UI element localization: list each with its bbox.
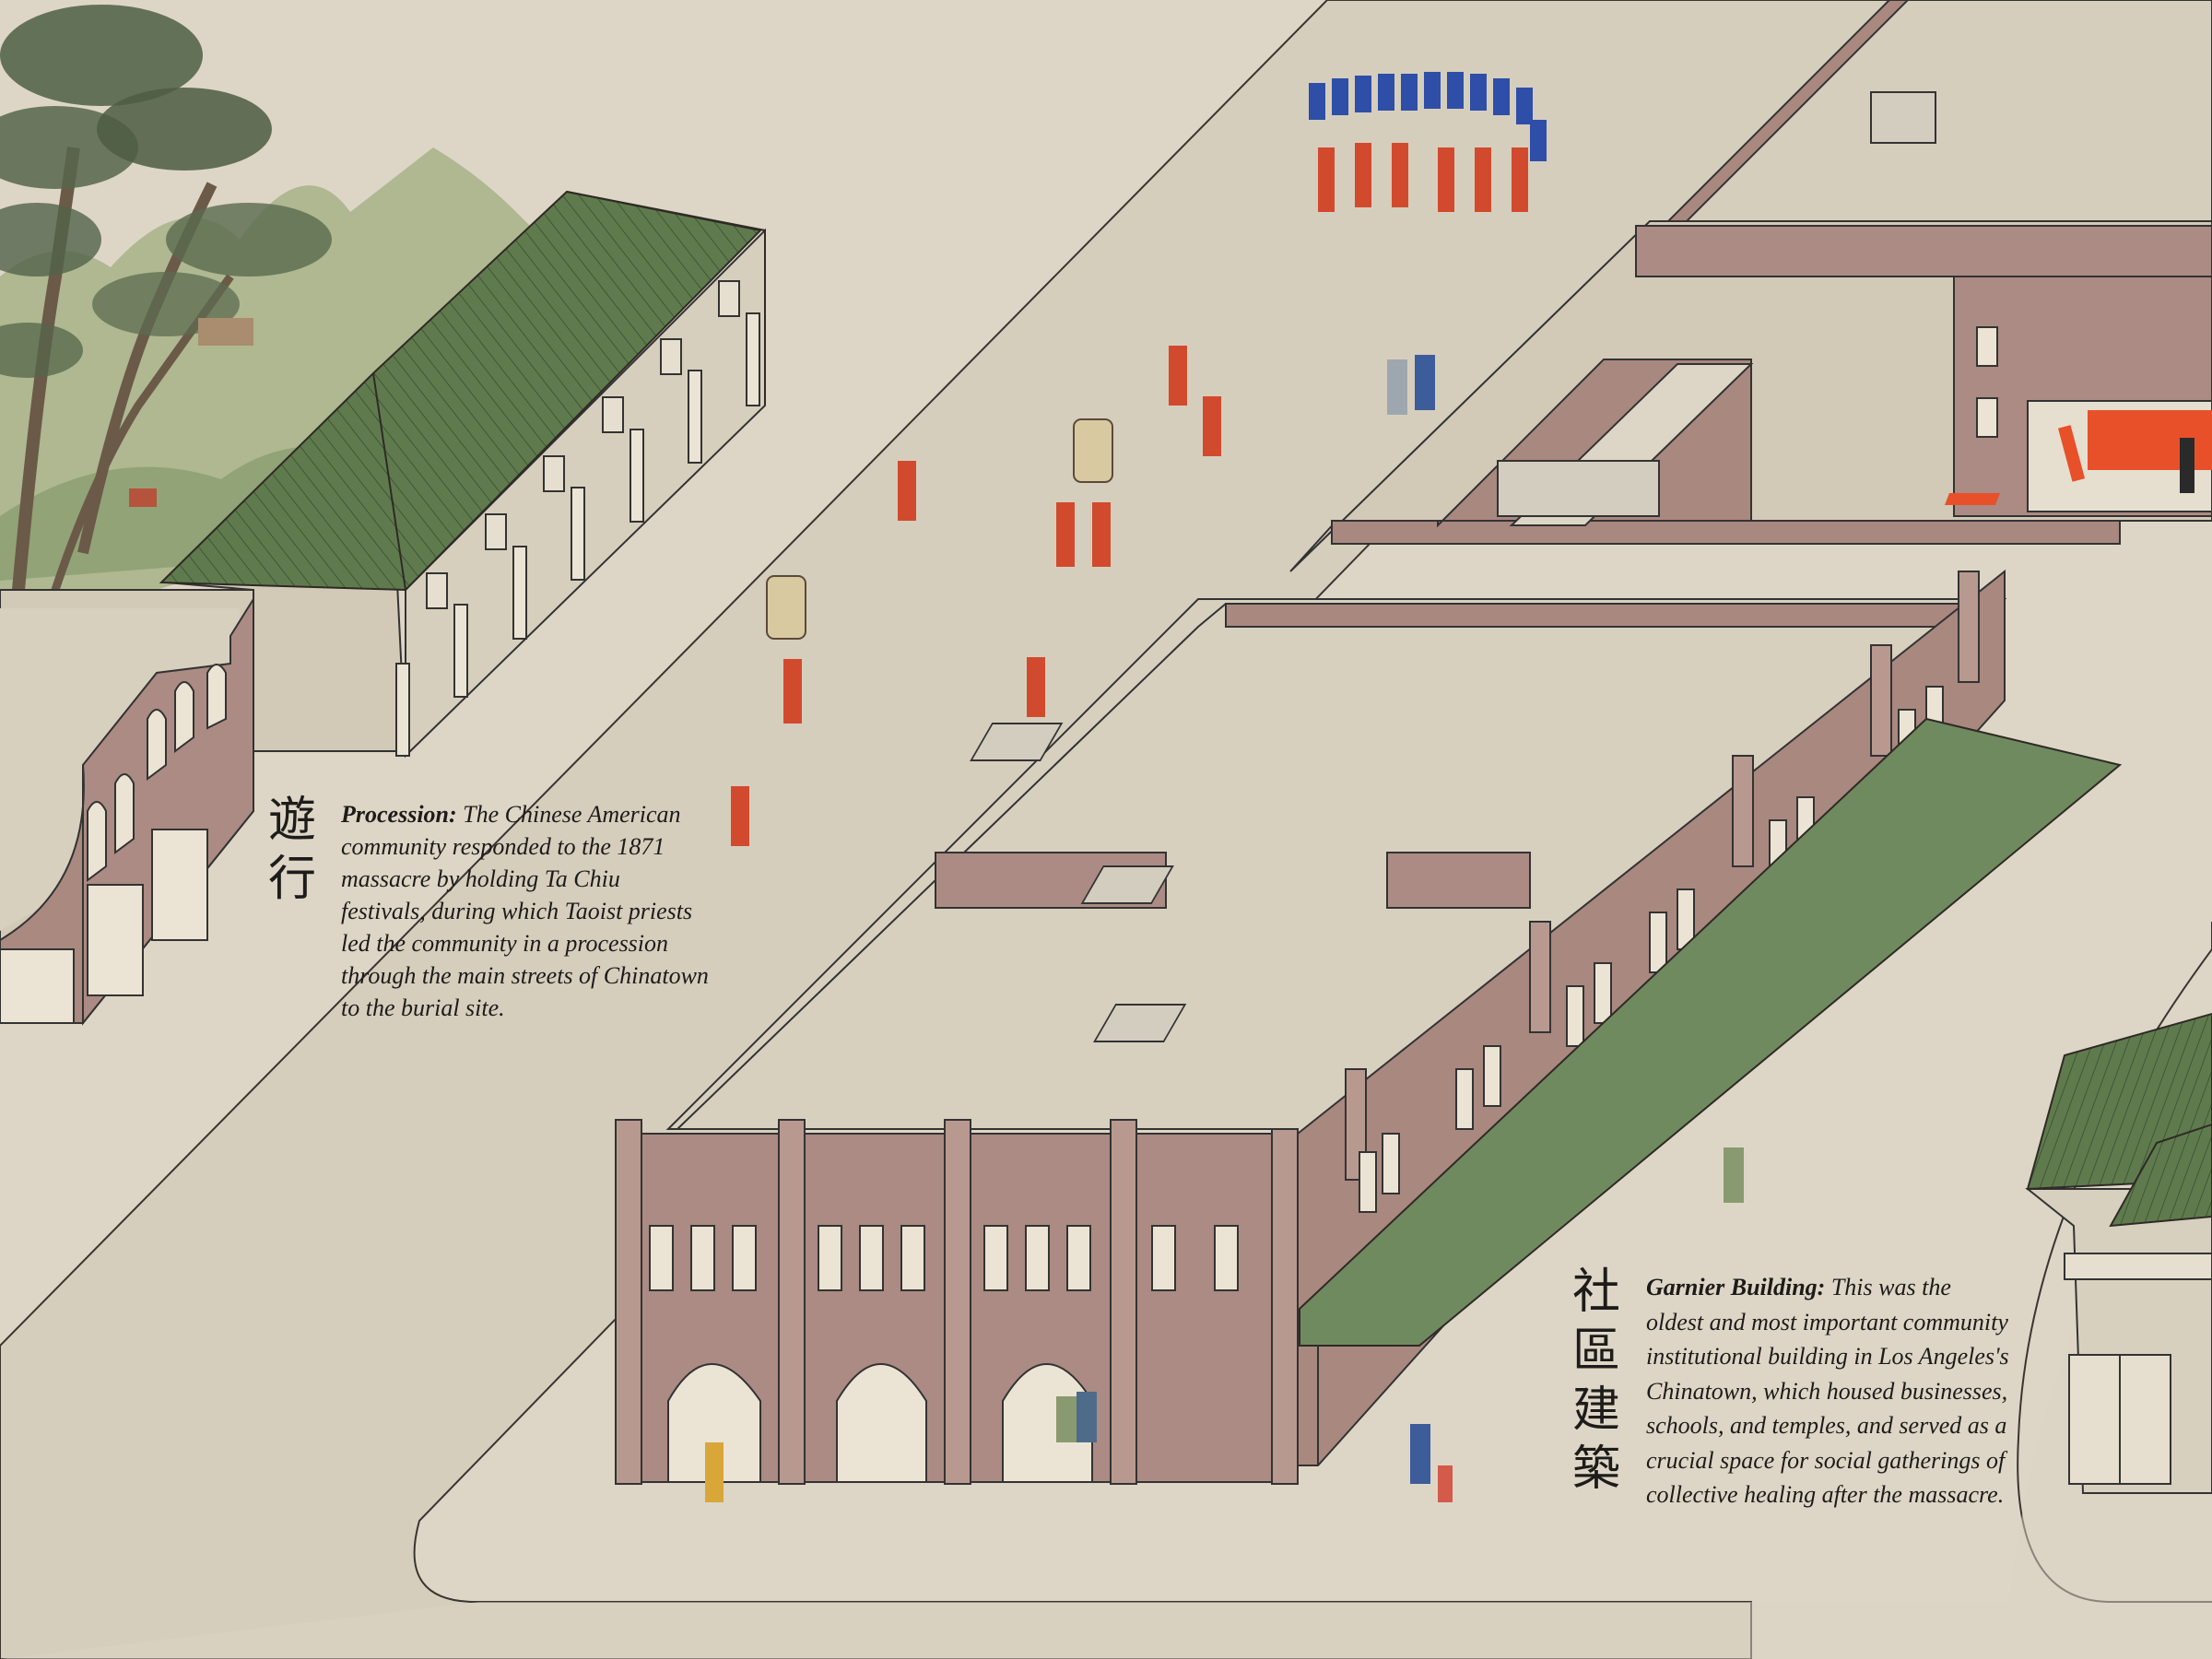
left-brick-building (0, 589, 254, 1026)
procession-cjk-char: 遊 (267, 793, 316, 848)
procession-cjk-char: 行 (267, 852, 316, 907)
garnier-title: Garnier Building: (1646, 1274, 1826, 1300)
procession-body: The Chinese American community responded… (341, 801, 709, 1021)
lantern-icon (766, 418, 1113, 640)
roof-skylight (1870, 91, 1936, 144)
person-figure-icon (1203, 396, 1221, 456)
person-figure-icon (1169, 346, 1187, 406)
person-figure-icon (1475, 147, 1491, 212)
pine-tree-icon (0, 5, 332, 592)
garnier-body: This was the oldest and most important c… (1646, 1274, 2009, 1508)
person-figure-icon (1027, 657, 1045, 717)
person-figure-icon (1438, 147, 1454, 212)
person-figure-icon (783, 659, 802, 724)
procession-cjk-heading: 遊 行 (263, 791, 322, 909)
garnier-building (615, 569, 2123, 1485)
roof-skylight (1080, 865, 1174, 904)
small-red-house (129, 488, 157, 507)
procession-caption: Procession: The Chinese American communi… (341, 798, 710, 1024)
person-figure-icon (1355, 143, 1371, 207)
person-figure-icon (1309, 72, 1547, 161)
person-figure-icon (1056, 502, 1075, 567)
garnier-cjk-char: 社 (1571, 1265, 1620, 1320)
person-figure-icon (705, 355, 1744, 1502)
person-figure-icon (898, 461, 916, 521)
person-figure-icon (2180, 438, 2194, 493)
roof-skylight (1093, 1004, 1187, 1042)
pavilion (198, 318, 253, 346)
lower-street-block (0, 1088, 2212, 1659)
garnier-cjk-char: 區 (1571, 1324, 1620, 1379)
roof-skylight (970, 723, 1064, 761)
garnier-cjk-char: 建 (1571, 1382, 1620, 1438)
person-figure-icon (1092, 502, 1111, 567)
person-figure-icon (1318, 147, 1335, 212)
green-roof-building (159, 190, 766, 759)
lower-right-house (2025, 1012, 2212, 1494)
procession-crowd (705, 72, 1744, 1502)
garnier-cjk-char: 築 (1571, 1441, 1620, 1497)
procession-title: Procession: (341, 801, 457, 828)
garnier-caption: Garnier Building: This was the oldest an… (1646, 1270, 2010, 1512)
person-figure-icon (731, 786, 749, 846)
upper-right-buildings (1289, 0, 2212, 572)
landscape-painting (0, 5, 553, 592)
roof-skylight (1497, 460, 1660, 517)
person-figure-icon (1392, 143, 1408, 207)
garnier-cjk-heading: 社 區 建 築 (1567, 1263, 1626, 1499)
person-figure-icon (1512, 147, 1528, 212)
